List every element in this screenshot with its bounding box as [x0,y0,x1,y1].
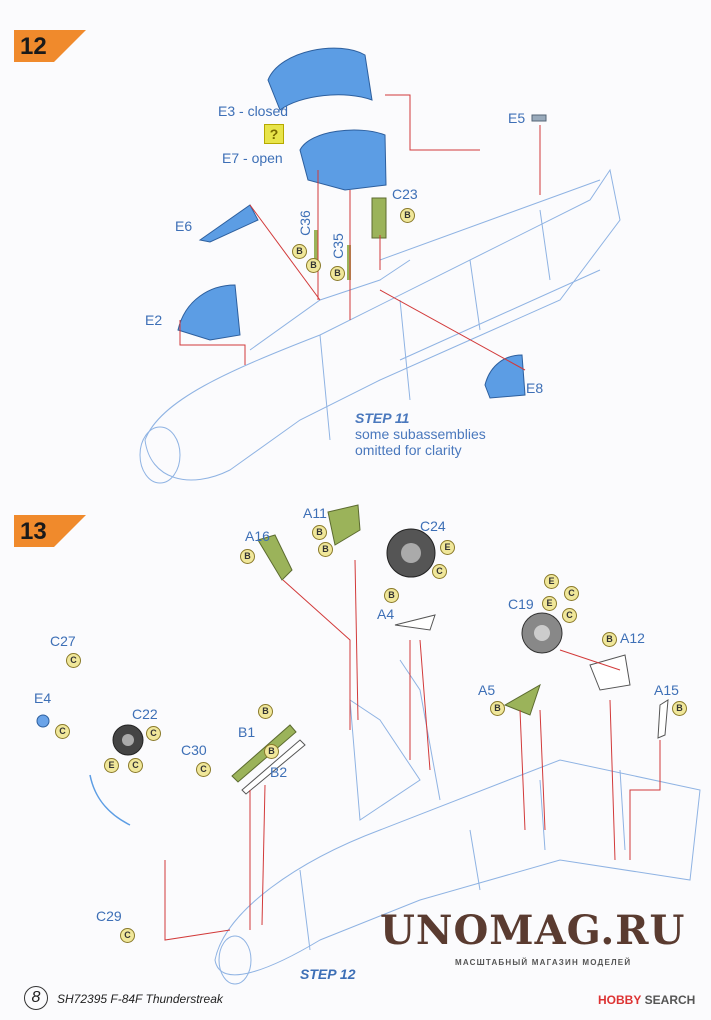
part-label-c36: C36 [296,210,313,236]
sprue-badge: E [104,758,119,773]
part-label-e8: E8 [526,380,544,396]
part-label-c23: C23 [392,186,418,202]
part-label-c35: C35 [329,233,346,259]
kit-title: SH72395 F-84F Thunderstreak [57,992,223,1006]
part-label-c22: C22 [132,706,158,722]
part-label-c19: C19 [508,596,534,612]
sprue-badge: C [564,586,579,601]
sprue-badge: E [542,596,557,611]
sprue-badge: B [240,549,255,564]
part-label-c30: C30 [181,742,207,758]
step-number: 13 [20,518,47,545]
part-label-c27: C27 [50,633,76,649]
part-label-a12: A12 [620,630,645,646]
hobby-search-logo: HOBBY SEARCH [598,993,695,1007]
sprue-badge: C [55,724,70,739]
sprue-badge: B [306,258,321,273]
optional-marker: ? [264,124,284,144]
step-11-note: STEP 11 some subassemblies omitted for c… [355,410,486,458]
sprue-badge: B [330,266,345,281]
sprue-badge: B [258,704,273,719]
note-line: some subassemblies [355,426,486,442]
part-label-b1: B1 [238,724,256,740]
part-label-e6: E6 [175,218,193,234]
part-label-c24: C24 [420,518,446,534]
note-title: STEP 11 [355,410,410,426]
page-number: 8 [24,986,48,1010]
sprue-badge: B [292,244,307,259]
part-label-a16: A16 [245,528,270,544]
part-label-e7: E7 - open [222,150,283,166]
sprue-badge: E [544,574,559,589]
sprue-badge: C [128,758,143,773]
part-label-a4: A4 [377,606,395,622]
step-13-badge: 13 [14,515,86,547]
sprue-badge: C [66,653,81,668]
sprue-badge: B [312,525,327,540]
sprue-badge: B [490,701,505,716]
sprue-badge: C [562,608,577,623]
sprue-badge: B [264,744,279,759]
brand-prefix: HOBBY [598,993,642,1007]
sprue-badge: B [672,701,687,716]
part-label-e5: E5 [508,110,526,126]
watermark-title: UNOMAG.RU [380,907,686,954]
sprue-badge: B [318,542,333,557]
sprue-badge: B [602,632,617,647]
step-12-badge: 12 [14,30,86,62]
sprue-badge: C [432,564,447,579]
step-12-label: STEP 12 [300,966,356,982]
sprue-badge: B [400,208,415,223]
sprue-badge: C [120,928,135,943]
part-label-b2: B2 [270,764,288,780]
sprue-badge: C [146,726,161,741]
note-line: omitted for clarity [355,442,462,458]
part-label-e3: E3 - closed [218,103,289,119]
part-label-e2: E2 [145,312,163,328]
part-label-e4: E4 [34,690,52,706]
watermark-subtitle: МАСШТАБНЫЙ МАГАЗИН МОДЕЛЕЙ [455,958,632,967]
step-number: 12 [20,33,47,60]
sprue-badge: C [196,762,211,777]
sprue-badge: B [384,588,399,603]
sprue-badge: E [440,540,455,555]
part-label-a11: A11 [303,505,327,521]
part-label-a15: A15 [654,682,679,698]
part-label-c29: C29 [96,908,122,924]
brand-suffix: SEARCH [641,993,696,1007]
part-label-a5: A5 [478,682,496,698]
